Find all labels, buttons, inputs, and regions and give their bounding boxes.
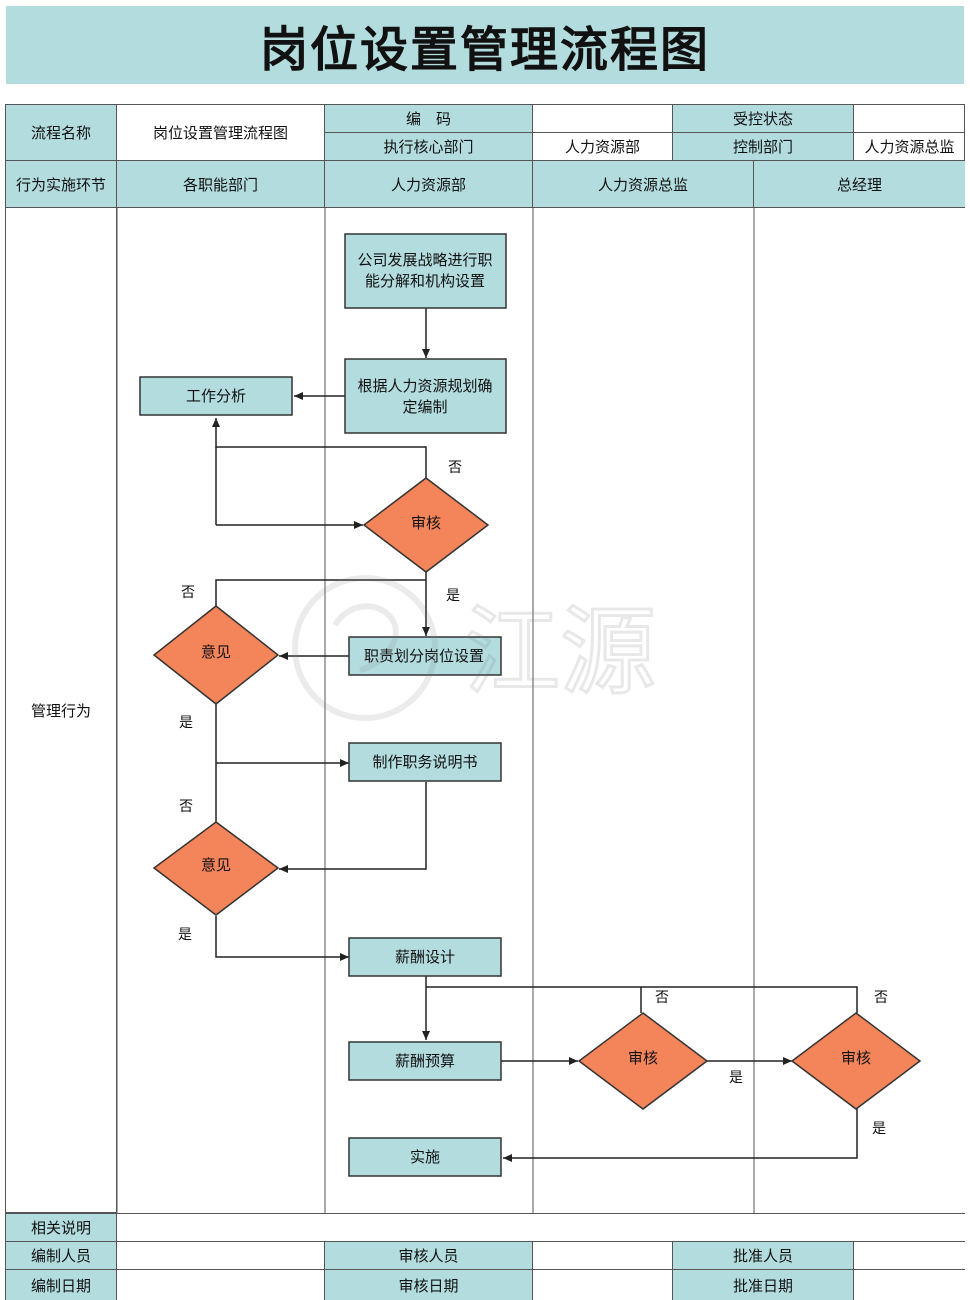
staffing-label-line1: 根据人力资源规划确: [357, 377, 492, 395]
box-strategy: [344, 233, 507, 309]
no-label: 否: [179, 799, 193, 815]
strategy-label-line2: 能分解和机构设置: [365, 272, 485, 290]
staffing-label-line2: 定编制: [402, 398, 447, 416]
box-job-analysis: [139, 376, 293, 416]
review-date-value: [533, 1270, 673, 1300]
diamond-opinion2: [152, 821, 280, 916]
reviewer-value: [533, 1242, 673, 1270]
branch-labels: 否 是 否 是 否 是 否 是 否 是: [178, 460, 888, 1137]
box-labels: 公司发展战略进行职 能分解和机构设置 根据人力资源规划确 定编制 工作分析 职责…: [186, 251, 493, 1166]
notes-value: [117, 1214, 965, 1242]
author-label: 编制人员: [6, 1242, 117, 1270]
process-boxes: [139, 233, 507, 1177]
connectors: [212, 308, 858, 1162]
yes-label: 是: [446, 588, 460, 604]
stage-label: 行为实施环节: [6, 161, 117, 208]
box-position-setup: [348, 636, 502, 676]
title-bar: 岗位设置管理流程图: [6, 6, 964, 84]
yes-label: 是: [729, 1070, 743, 1086]
job-description-label: 制作职务说明书: [372, 753, 477, 771]
review1-label: 审核: [411, 514, 441, 532]
salary-budget-label: 薪酬预算: [395, 1052, 455, 1070]
diamond-review-gm: [790, 1012, 922, 1110]
box-implement: [348, 1137, 502, 1177]
box-salary-design: [348, 937, 502, 977]
control-status-value: [854, 105, 965, 133]
no-label: 否: [448, 460, 462, 476]
strategy-label-line1: 公司发展战略进行职: [357, 251, 492, 269]
footer-table: [5, 1213, 965, 1300]
yes-label: 是: [178, 927, 192, 943]
author-value: [117, 1242, 325, 1270]
process-name-label: 流程名称: [6, 105, 117, 161]
review-date-label: 审核日期: [325, 1270, 533, 1300]
opinion2-label: 意见: [201, 856, 231, 874]
box-salary-budget: [348, 1041, 502, 1081]
review-director-label: 审核: [628, 1049, 658, 1067]
connector: [503, 1108, 858, 1162]
connector: [426, 986, 858, 1013]
diamond-review-director: [577, 1012, 709, 1110]
diamond-labels: 审核 意见 意见 审核 审核: [201, 514, 871, 1067]
lane-dividers: [116, 208, 755, 1213]
code-value: [533, 105, 673, 133]
no-label: 否: [874, 990, 888, 1006]
control-dept-value: 人力资源总监: [854, 133, 965, 161]
page-title: 岗位设置管理流程图: [259, 22, 710, 78]
diamond-review1: [362, 477, 490, 573]
control-status-label: 受控状态: [673, 105, 854, 133]
implement-label: 实施: [410, 1148, 440, 1166]
yes-label: 是: [872, 1121, 886, 1137]
approve-date-label: 批准日期: [673, 1270, 854, 1300]
review-gm-label: 审核: [841, 1049, 871, 1067]
author-date-label: 编制日期: [6, 1270, 117, 1300]
process-name-value: 岗位设置管理流程图: [117, 105, 325, 161]
approver-label: 批准人员: [673, 1242, 854, 1270]
box-staffing: [344, 358, 507, 434]
exec-dept-value: 人力资源部: [533, 133, 673, 161]
box-job-description: [348, 742, 502, 782]
reviewer-label: 审核人员: [325, 1242, 533, 1270]
connector: [212, 418, 427, 478]
connector: [215, 916, 349, 961]
no-label: 否: [181, 585, 195, 601]
connector: [279, 782, 427, 873]
opinion1-label: 意见: [201, 643, 231, 661]
decision-diamonds: [152, 477, 922, 1110]
diamond-opinion1: [152, 605, 280, 705]
connector: [215, 579, 426, 606]
notes-label: 相关说明: [6, 1214, 117, 1242]
salary-design-label: 薪酬设计: [395, 948, 455, 966]
author-date-value: [117, 1270, 325, 1300]
position-setup-label: 职责划分岗位设置: [364, 647, 484, 665]
lane-header-hr: 人力资源部: [325, 161, 533, 208]
job-analysis-label: 工作分析: [186, 387, 246, 405]
code-label: 编 码: [325, 105, 533, 133]
no-label: 否: [655, 990, 669, 1006]
yes-label: 是: [179, 715, 193, 731]
control-dept-label: 控制部门: [673, 133, 854, 161]
approver-value: [854, 1242, 965, 1270]
exec-dept-label: 执行核心部门: [325, 133, 533, 161]
